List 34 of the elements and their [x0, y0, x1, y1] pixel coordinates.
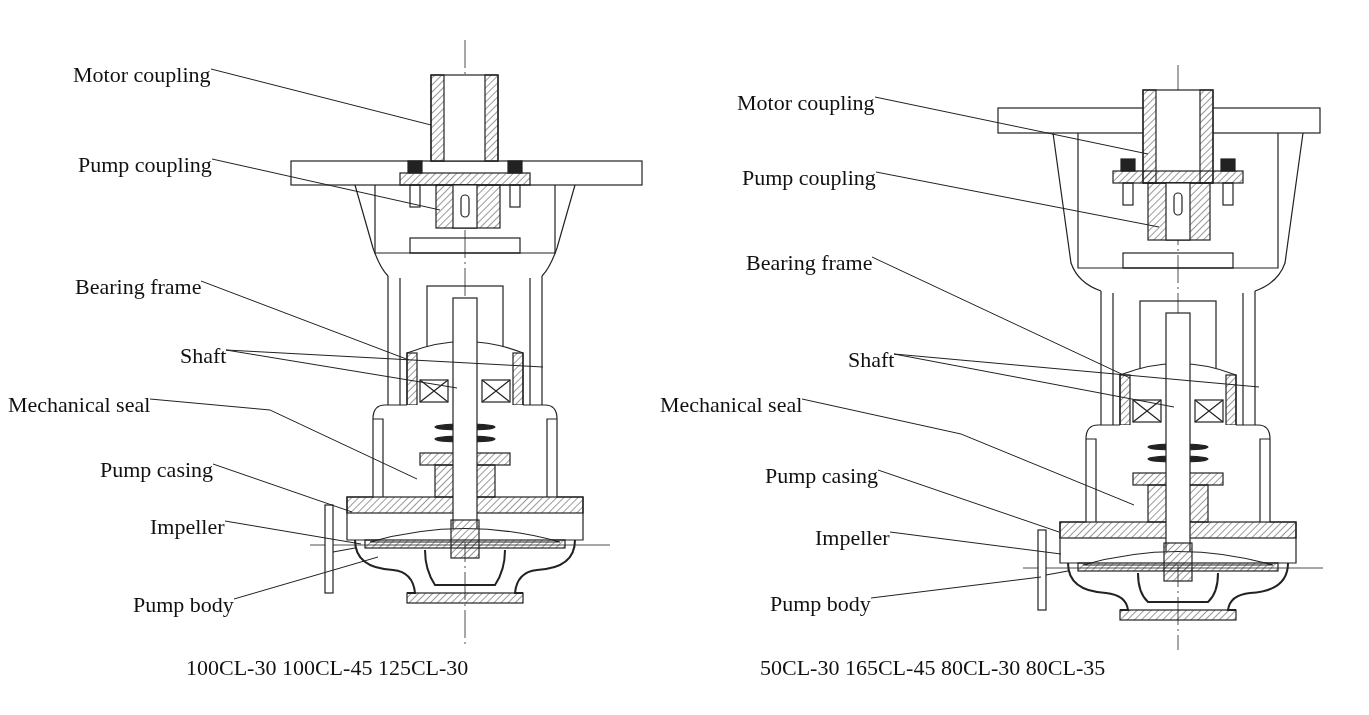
leader-line [889, 531, 1062, 555]
part-label: Mechanical seal [8, 393, 151, 417]
leader-line [874, 96, 1149, 155]
leader-line [224, 520, 362, 545]
part-label: Pump casing [100, 458, 214, 482]
part-label: Motor coupling [737, 91, 875, 115]
part-label: Impeller [815, 526, 890, 550]
part-label: Impeller [150, 515, 225, 539]
leader-line [801, 398, 1135, 506]
leader-line [200, 280, 410, 361]
part-label: Pump coupling [742, 166, 876, 190]
leader-line [149, 398, 418, 480]
part-label: Motor coupling [73, 63, 211, 87]
part-label: Mechanical seal [660, 393, 803, 417]
part-label: Shaft [180, 344, 227, 368]
model-caption: 100CL-30 100CL-45 125CL-30 [186, 656, 469, 680]
part-label: Shaft [848, 348, 895, 372]
leader-line [877, 469, 1060, 533]
part-label: Pump casing [765, 464, 879, 488]
part-label: Pump body [770, 592, 871, 616]
part-label: Bearing frame [746, 251, 873, 275]
leader-line [893, 353, 1260, 388]
model-caption: 50CL-30 165CL-45 80CL-30 80CL-35 [760, 656, 1106, 680]
leader-line [233, 556, 379, 600]
leader-line [212, 463, 353, 513]
leader-line [225, 349, 544, 368]
part-label: Pump body [133, 593, 234, 617]
part-label: Pump coupling [78, 153, 212, 177]
part-label: Bearing frame [75, 275, 202, 299]
leader-line [875, 171, 1160, 228]
leader-line [210, 68, 432, 126]
leader-line [211, 158, 441, 211]
leader-line [871, 256, 1131, 379]
leader-line [870, 576, 1042, 599]
